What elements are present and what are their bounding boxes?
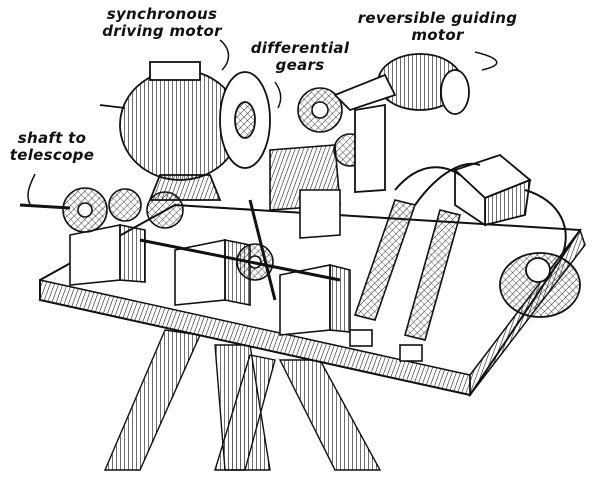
reversible-motor — [333, 53, 470, 193]
label-reversible-guiding-motor: reversible guiding motor — [345, 10, 530, 44]
label-line: gears — [275, 56, 325, 74]
label-synchronous-driving-motor: synchronous driving motor — [82, 6, 242, 40]
switch-box — [453, 153, 532, 227]
label-line: synchronous — [106, 5, 218, 23]
label-line: shaft to — [17, 129, 87, 147]
label-line: motor — [411, 26, 464, 44]
wires — [394, 162, 567, 261]
label-arrows — [27, 39, 498, 205]
synchronous-motor — [99, 61, 271, 201]
label-differential-gears: differential gears — [246, 40, 354, 74]
differential-gears — [269, 87, 367, 239]
bearing-blocks — [69, 224, 351, 336]
label-line: driving motor — [102, 22, 222, 40]
tripod-legs — [103, 329, 382, 471]
friction-wheel — [499, 252, 581, 318]
gear-train — [19, 187, 341, 301]
resistor-coils — [349, 199, 461, 362]
label-shaft-to-telescope: shaft to telescope — [6, 130, 98, 164]
label-line: telescope — [9, 146, 95, 164]
label-line: differential — [250, 39, 350, 57]
label-line: reversible guiding — [357, 9, 518, 27]
